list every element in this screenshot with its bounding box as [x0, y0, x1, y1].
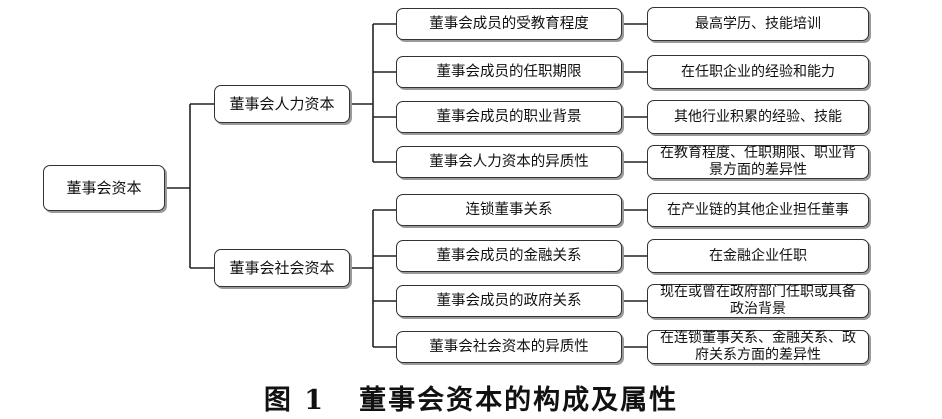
attribute-node-2-1: 在产业链的其他企业担任董事: [647, 193, 869, 227]
factor-node-2-4-label: 董事会社会资本的异质性: [429, 339, 589, 355]
factor-node-1-2-label: 董事会成员的任职期限: [436, 64, 582, 80]
factor-node-2-3: 董事会成员的政府关系: [396, 285, 622, 317]
branch-node-2: 董事会社会资本: [214, 249, 350, 287]
factor-node-1-1: 董事会成员的受教育程度: [396, 8, 622, 40]
attribute-node-2-2-label: 在金融企业任职: [709, 247, 807, 264]
branch-node-2-label: 董事会社会资本: [229, 259, 335, 277]
attribute-node-1-4: 在教育程度、任职期限、职业背景方面的差异性: [647, 145, 869, 179]
factor-node-2-3-label: 董事会成员的政府关系: [436, 293, 582, 309]
branch-node-1-label: 董事会人力资本: [229, 95, 335, 113]
attribute-node-1-3-label: 其他行业积累的经验、技能: [674, 108, 842, 125]
branch-node-1: 董事会人力资本: [214, 85, 350, 123]
figure-number: 图 1: [263, 384, 326, 416]
factor-node-1-3: 董事会成员的职业背景: [396, 101, 622, 133]
attribute-node-2-3-label: 现在或曾在政府部门任职或具备政治背景: [660, 284, 856, 317]
factor-node-2-1-label: 连锁董事关系: [465, 202, 553, 218]
attribute-node-2-2: 在金融企业任职: [647, 239, 869, 273]
attribute-node-1-1-label: 最高学历、技能培训: [695, 15, 821, 32]
attribute-node-1-2-label: 在任职企业的经验和能力: [681, 63, 835, 80]
attribute-node-2-4-label: 在连锁董事关系、金融关系、政府关系方面的差异性: [660, 330, 856, 363]
factor-node-1-1-label: 董事会成员的受教育程度: [429, 16, 589, 32]
attribute-node-1-1: 最高学历、技能培训: [647, 7, 869, 41]
factor-node-2-2: 董事会成员的金融关系: [396, 240, 622, 272]
factor-node-2-1: 连锁董事关系: [396, 194, 622, 226]
attribute-node-1-3: 其他行业积累的经验、技能: [647, 100, 869, 134]
connector-lines: [165, 23, 647, 348]
factor-node-1-4-label: 董事会人力资本的异质性: [429, 154, 589, 170]
factor-node-1-4: 董事会人力资本的异质性: [396, 146, 622, 178]
figure-caption: 图 1 董事会资本的构成及属性: [0, 378, 942, 416]
factor-node-2-4: 董事会社会资本的异质性: [396, 331, 622, 363]
root-node: 董事会资本: [43, 165, 165, 211]
attribute-node-1-4-label: 在教育程度、任职期限、职业背景方面的差异性: [660, 145, 856, 178]
factor-node-1-2: 董事会成员的任职期限: [396, 56, 622, 88]
tree-diagram: 董事会资本 董事会人力资本 董事会成员的受教育程度 最高学历、技能培训董事会成员的任职…: [43, 7, 869, 364]
attribute-node-2-4: 在连锁董事关系、金融关系、政府关系方面的差异性: [647, 330, 869, 364]
factor-node-2-2-label: 董事会成员的金融关系: [436, 248, 582, 264]
attribute-node-2-3: 现在或曾在政府部门任职或具备政治背景: [647, 284, 869, 318]
root-node-label: 董事会资本: [66, 179, 142, 197]
attribute-node-2-1-label: 在产业链的其他企业担任董事: [667, 201, 849, 218]
attribute-node-1-2: 在任职企业的经验和能力: [647, 55, 869, 89]
figure-title: 董事会资本的构成及属性: [359, 384, 679, 416]
factor-node-1-3-label: 董事会成员的职业背景: [436, 109, 582, 125]
